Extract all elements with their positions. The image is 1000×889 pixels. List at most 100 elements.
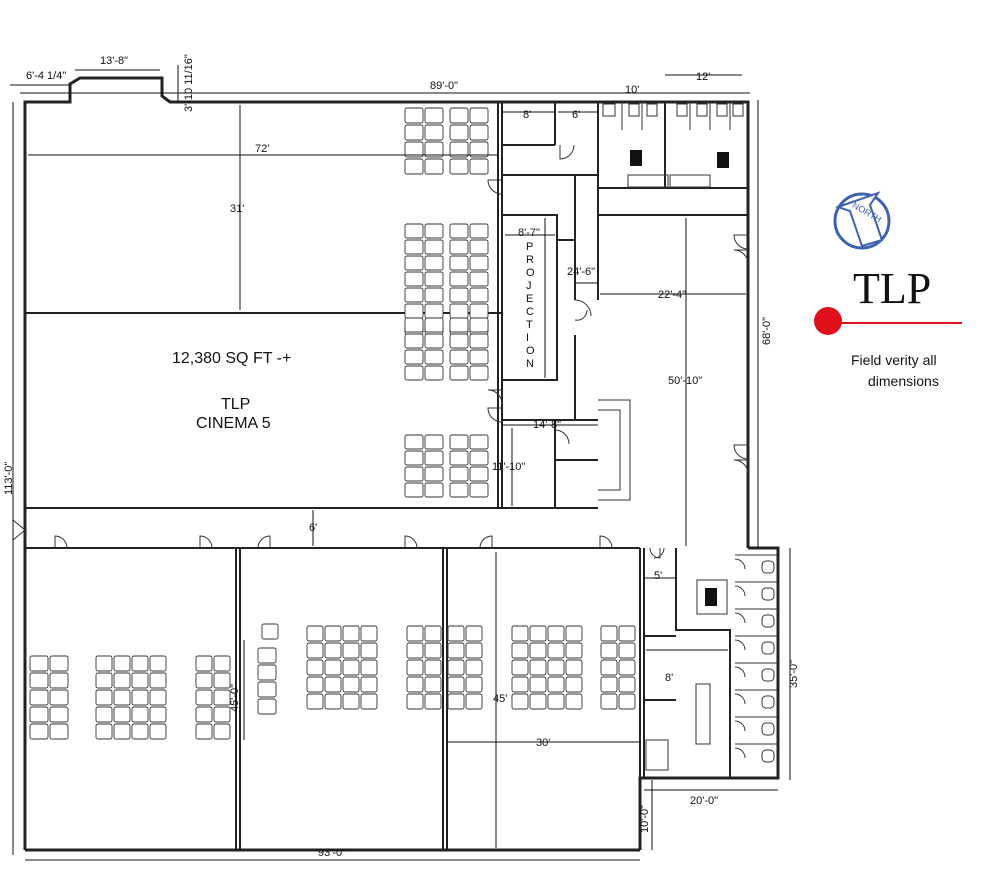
seat bbox=[547, 676, 565, 693]
seat bbox=[424, 239, 444, 255]
seat bbox=[469, 124, 489, 141]
cinema-name-line1: TLP bbox=[221, 396, 250, 413]
seat bbox=[29, 672, 49, 689]
dim-projection-width: 8'-7" bbox=[518, 227, 540, 239]
seat bbox=[29, 655, 49, 672]
seat bbox=[469, 303, 489, 319]
projection-letter: O bbox=[526, 345, 536, 357]
toilet-icon bbox=[761, 722, 775, 736]
seat bbox=[424, 255, 444, 271]
dim-right-depth: 68'-0" bbox=[761, 317, 773, 345]
seat bbox=[257, 681, 277, 698]
dim-bottom-10: 10'-0" bbox=[639, 805, 651, 833]
seat bbox=[257, 647, 277, 664]
seat bbox=[469, 287, 489, 303]
seat bbox=[342, 642, 360, 659]
seat bbox=[404, 466, 424, 482]
seat bbox=[600, 642, 618, 659]
seat bbox=[469, 255, 489, 271]
seat bbox=[360, 642, 378, 659]
seat bbox=[449, 365, 469, 381]
seat bbox=[600, 676, 618, 693]
seat bbox=[447, 642, 465, 659]
seat bbox=[324, 625, 342, 642]
seat bbox=[306, 676, 324, 693]
seat bbox=[447, 693, 465, 710]
seat bbox=[469, 333, 489, 349]
dim-restroom-12: 12' bbox=[696, 71, 710, 83]
toilet-icon bbox=[761, 641, 775, 655]
seat bbox=[449, 317, 469, 333]
seat bbox=[213, 706, 231, 723]
toilet-icon bbox=[761, 749, 775, 763]
seat bbox=[469, 271, 489, 287]
toilet-icon bbox=[761, 560, 775, 574]
dim-theater-depth: 31' bbox=[230, 203, 244, 215]
seat bbox=[406, 693, 424, 710]
seat bbox=[149, 723, 167, 740]
seat bbox=[469, 482, 489, 498]
dim-office-width: 14'-8" bbox=[533, 419, 561, 431]
seat bbox=[424, 271, 444, 287]
seat bbox=[511, 693, 529, 710]
dim-aud-depth-45b: 45'-0" bbox=[229, 684, 241, 712]
seat bbox=[360, 676, 378, 693]
seat bbox=[195, 723, 213, 740]
seat bbox=[547, 659, 565, 676]
dimension-labels: 89'-0" 13'-8" 6'-4 1/4" 3'-10 11/16" 72'… bbox=[3, 54, 800, 859]
seat bbox=[424, 450, 444, 466]
dim-left-offset: 6'-4 1/4" bbox=[26, 70, 66, 82]
seat bbox=[342, 676, 360, 693]
seat bbox=[447, 625, 465, 642]
dim-bottom-width: 93'-0" bbox=[318, 847, 346, 859]
interior-walls bbox=[24, 102, 748, 850]
field-note: Field verity all dimensions bbox=[851, 352, 939, 389]
logo-text: TLP bbox=[853, 264, 931, 313]
seat bbox=[404, 450, 424, 466]
doors bbox=[12, 144, 749, 559]
seat bbox=[95, 672, 113, 689]
seat bbox=[449, 124, 469, 141]
seat bbox=[306, 642, 324, 659]
seat bbox=[131, 706, 149, 723]
seat bbox=[424, 333, 444, 349]
seat bbox=[306, 659, 324, 676]
seat bbox=[618, 659, 636, 676]
seat bbox=[469, 365, 489, 381]
seat bbox=[149, 689, 167, 706]
tlp-logo: TLP bbox=[853, 264, 931, 313]
dim-overall-width: 89'-0" bbox=[430, 80, 458, 92]
seat bbox=[342, 693, 360, 710]
seat bbox=[404, 107, 424, 124]
seat bbox=[49, 689, 69, 706]
toilet-icon bbox=[761, 587, 775, 601]
seat bbox=[360, 625, 378, 642]
seat bbox=[131, 655, 149, 672]
seat bbox=[449, 255, 469, 271]
seat bbox=[447, 676, 465, 693]
seat bbox=[257, 664, 277, 681]
seat bbox=[469, 434, 489, 450]
seat bbox=[306, 693, 324, 710]
seat bbox=[404, 255, 424, 271]
theater-seating bbox=[29, 107, 636, 740]
seat bbox=[529, 676, 547, 693]
seat bbox=[529, 659, 547, 676]
restroom-fixtures-top bbox=[602, 102, 744, 188]
seat bbox=[131, 723, 149, 740]
projection-letter: T bbox=[526, 319, 534, 331]
seat bbox=[469, 158, 489, 175]
seat bbox=[49, 706, 69, 723]
seat bbox=[424, 124, 444, 141]
seat bbox=[449, 239, 469, 255]
seat bbox=[404, 287, 424, 303]
stall-door bbox=[734, 558, 746, 570]
seat bbox=[406, 625, 424, 642]
seat bbox=[404, 141, 424, 158]
seat bbox=[449, 450, 469, 466]
dim-notch-depth: 3'-10 11/16" bbox=[183, 54, 195, 112]
seat bbox=[195, 655, 213, 672]
seat bbox=[465, 659, 483, 676]
